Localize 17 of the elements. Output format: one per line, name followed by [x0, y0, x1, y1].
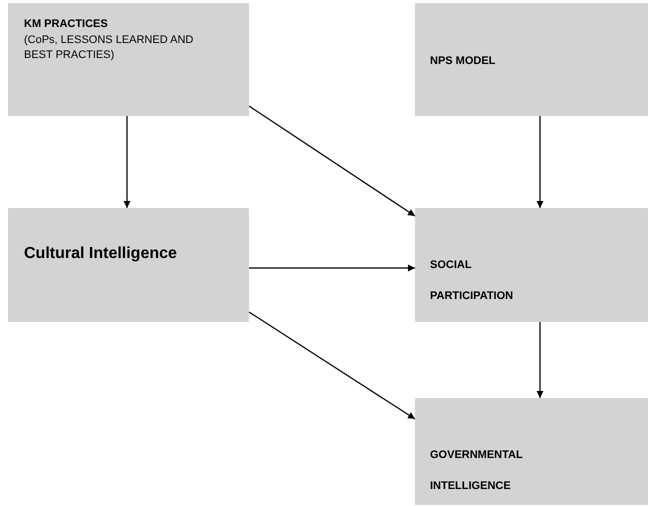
box-title: Cultural Intelligence — [24, 244, 178, 264]
arrow — [248, 106, 416, 216]
arrow — [124, 116, 130, 208]
box-subtitle: (CoPs, LESSONS LEARNED AND BEST PRACTIES) — [24, 33, 194, 63]
process-box — [415, 208, 648, 322]
process-box — [8, 3, 249, 116]
arrow — [536, 322, 544, 398]
process-box — [415, 398, 648, 505]
arrow — [248, 312, 416, 420]
arrow — [536, 116, 544, 208]
box-title: GOVERNMENTAL INTELLIGENCE — [430, 448, 524, 494]
box-title: SOCIAL PARTICIPATION — [430, 258, 514, 304]
box-title: KM PRACTICES — [24, 18, 109, 32]
box-title: NPS MODEL — [430, 55, 496, 69]
process-box — [8, 208, 249, 322]
process-box — [415, 3, 648, 116]
arrow — [249, 264, 415, 272]
